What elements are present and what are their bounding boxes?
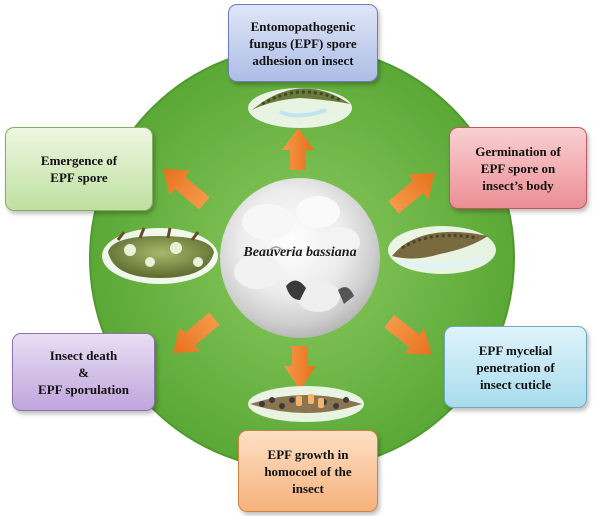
- stage-text-line: penetration of: [476, 359, 555, 375]
- stage-text-line: EPF spore on: [480, 160, 556, 176]
- arrow-up: [282, 128, 314, 170]
- stage-box-death: Insect death & EPF sporulation: [12, 333, 155, 411]
- insect-image-bottom: [248, 386, 364, 422]
- beauveria-bassiana-image: [220, 178, 380, 338]
- stage-text-line: EPF spore: [50, 170, 108, 185]
- stage-text-line: EPF mycelial: [478, 342, 553, 358]
- stage-box-germination: Germination of EPF spore on insect’s bod…: [449, 127, 587, 209]
- arrow-upper-right: [388, 172, 435, 214]
- stage-text-line: insect cuticle: [479, 376, 552, 392]
- stage-text-line: fungus (EPF) spore: [249, 35, 357, 51]
- stage-box-penetration: EPF mycelial penetration of insect cutic…: [444, 326, 587, 408]
- stage-text-line: insect: [292, 480, 324, 496]
- arrow-upper-left: [163, 168, 210, 210]
- arrows: [163, 128, 435, 390]
- stage-text-line: adhesion on insect: [252, 52, 354, 68]
- stage-box-emergence: Emergence of EPF spore: [5, 127, 153, 211]
- stage-box-adhesion: Entomopathogenic fungus (EPF) spore adhe…: [228, 4, 378, 82]
- center-label: Beauveria bassiana: [243, 245, 357, 260]
- insect-image-top: [248, 88, 352, 128]
- stage-box-growth: EPF growth in homocoel of the insect: [238, 430, 378, 512]
- stage-text-line: homocoel of the: [264, 463, 352, 479]
- arrow-lower-left: [173, 312, 220, 354]
- stage-text-line: Entomopathogenic: [250, 18, 356, 34]
- insect-image-right: [388, 226, 496, 274]
- stage-text-line: &: [78, 364, 89, 380]
- stage-text-line: EPF growth in: [267, 446, 349, 462]
- arrow-down: [284, 346, 316, 390]
- insect-image-left: [102, 227, 218, 284]
- stage-text-line: EPF sporulation: [38, 381, 129, 397]
- stage-text-line: Insect death: [49, 347, 118, 363]
- stage-text-line: Emergence of: [40, 153, 118, 168]
- stage-text-line: insect’s body: [482, 177, 554, 193]
- arrow-lower-right: [384, 314, 432, 355]
- stage-text-line: Germination of: [475, 143, 561, 159]
